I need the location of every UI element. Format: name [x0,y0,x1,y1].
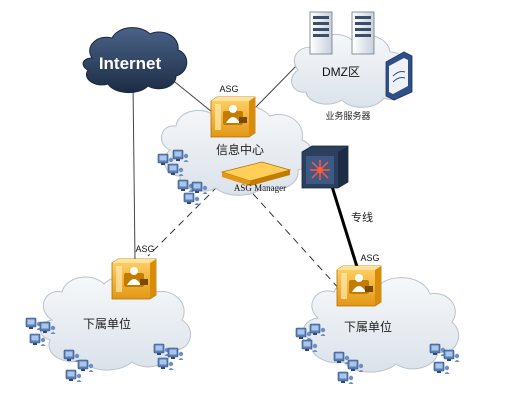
business-server-caption: 业务服务器 [325,110,370,122]
user-pc-icon [443,349,460,363]
dedicated-line-label: 专线 [351,210,373,224]
user-pc-icon [167,347,184,361]
dmz-label: DMZ区 [322,65,360,79]
right-branch-asg-device [336,265,382,307]
link-dedicated-line [328,179,360,271]
link-manager-to-right-asg-dashed [244,184,343,293]
left-branch-cloud: 下属单位 [40,275,192,371]
datacenter-asg-label: ASG [219,84,238,94]
user-pc-icon [183,192,200,206]
left-branch-label: 下属单位 [83,316,131,331]
user-pc-icon [65,369,82,383]
server-icon [309,11,333,55]
left-branch-asg-device [111,258,157,300]
user-pc-icon [337,371,354,385]
internet-label: Internet [99,54,162,73]
user-pc-icon [433,361,450,375]
right-branch-label: 下属单位 [344,319,392,334]
connections [132,59,360,293]
storage-server-icon [385,51,413,101]
link-internet-to-dc-asg [169,77,213,113]
link-internet-to-left-asg [132,82,136,261]
user-pc-icon [25,317,42,331]
right-branch-asg-label: ASG [360,253,379,263]
user-pc-icon [157,357,174,371]
asg-manager-device [220,161,292,186]
asg-manager-label: ASG Manager [234,183,286,193]
datacenter-asg-device [210,96,256,138]
server-icon [351,11,375,55]
datacenter-label: 信息中心 [216,142,264,157]
dmz-cloud: DMZ区 [291,11,413,108]
link-dc-asg-to-dmz [254,59,303,109]
firewall-icon [301,145,349,189]
left-branch-asg-label: ASG [135,244,154,254]
link-manager-to-left-asg-dashed [147,177,227,257]
internet-cloud: Internet [82,27,188,93]
